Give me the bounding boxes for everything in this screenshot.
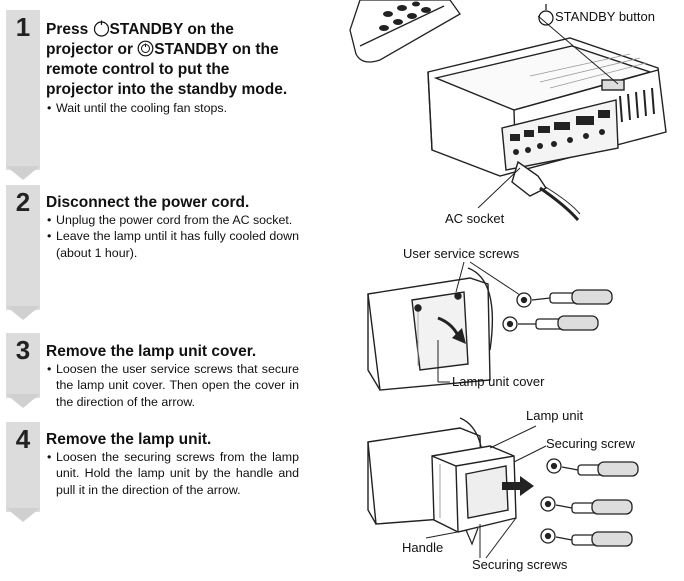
screwdrivers-drawing xyxy=(502,289,613,332)
power-circle-icon xyxy=(93,20,110,37)
step-3: 3 Remove the lamp unit cover. Loosen the… xyxy=(0,333,330,413)
step-4: 4 Remove the lamp unit. Loosen the secur… xyxy=(0,422,330,532)
step-2: 2 Disconnect the power cord. Unplug the … xyxy=(0,185,330,325)
projector-body-drawing xyxy=(427,37,667,179)
step-4-tab: 4 xyxy=(6,422,40,522)
tab-chevron xyxy=(6,166,40,180)
step-3-number: 3 xyxy=(15,335,31,365)
step-4-bullet-1: Loosen the securing screws from the lamp… xyxy=(47,449,299,498)
step-4-heading: Remove the lamp unit. xyxy=(46,431,212,448)
step-2-number: 2 xyxy=(15,187,31,217)
ac-socket-callout: AC socket xyxy=(445,211,505,226)
ac-socket-leader-line xyxy=(477,167,521,209)
step-1: 1 Press STANDBY on the projector or STAN… xyxy=(0,10,330,180)
securing-screws-callout: Securing screws xyxy=(472,557,568,572)
step-3-heading: Remove the lamp unit cover. xyxy=(46,343,257,360)
standby-callout-icon xyxy=(538,4,554,26)
step-3-tab: 3 xyxy=(6,333,40,408)
step-1-tab: 1 xyxy=(6,10,40,180)
step-2-tab: 2 xyxy=(6,185,40,320)
securing-screwdrivers-drawing xyxy=(540,458,639,547)
projector-rear-illustration xyxy=(349,0,667,221)
remote-control-drawing xyxy=(349,0,461,63)
standby-leader-line xyxy=(537,15,619,85)
step-1-bullets: Wait until the cooling fan stops. xyxy=(47,100,299,117)
standby-button-callout: STANDBY button xyxy=(555,9,655,24)
step-3-bullet-1: Loosen the user service screws that secu… xyxy=(47,361,299,410)
step-4-bullets: Loosen the securing screws from the lamp… xyxy=(47,449,299,498)
step-4-number: 4 xyxy=(15,424,31,454)
handle-callout: Handle xyxy=(402,540,444,555)
power-cord-drawing xyxy=(511,160,581,221)
step-2-heading: Disconnect the power cord. xyxy=(46,194,250,211)
lamp-cover-illustration xyxy=(367,261,613,391)
step-2-bullet-1: Unplug the power cord from the AC socket… xyxy=(47,212,299,229)
lamp-unit-callout: Lamp unit xyxy=(526,408,584,423)
step-1-number: 1 xyxy=(15,12,31,42)
lamp-unit-cover-callout: Lamp unit cover xyxy=(452,374,545,389)
step-2-bullets: Unplug the power cord from the AC socket… xyxy=(47,212,299,261)
step-1-heading: Press STANDBY on the projector or STANDB… xyxy=(46,20,288,98)
user-service-screws-callout: User service screws xyxy=(403,246,520,261)
standby-circle-icon xyxy=(137,40,154,57)
lamp-unit-illustration xyxy=(367,417,639,559)
step-2-bullet-2: Leave the lamp until it has fully cooled… xyxy=(47,228,299,261)
step-3-bullets: Loosen the user service screws that secu… xyxy=(47,361,299,410)
securing-screw-callout: Securing screw xyxy=(546,436,635,451)
step-1-bullet-1: Wait until the cooling fan stops. xyxy=(47,100,299,117)
lamp-unit-drawing xyxy=(431,445,517,546)
